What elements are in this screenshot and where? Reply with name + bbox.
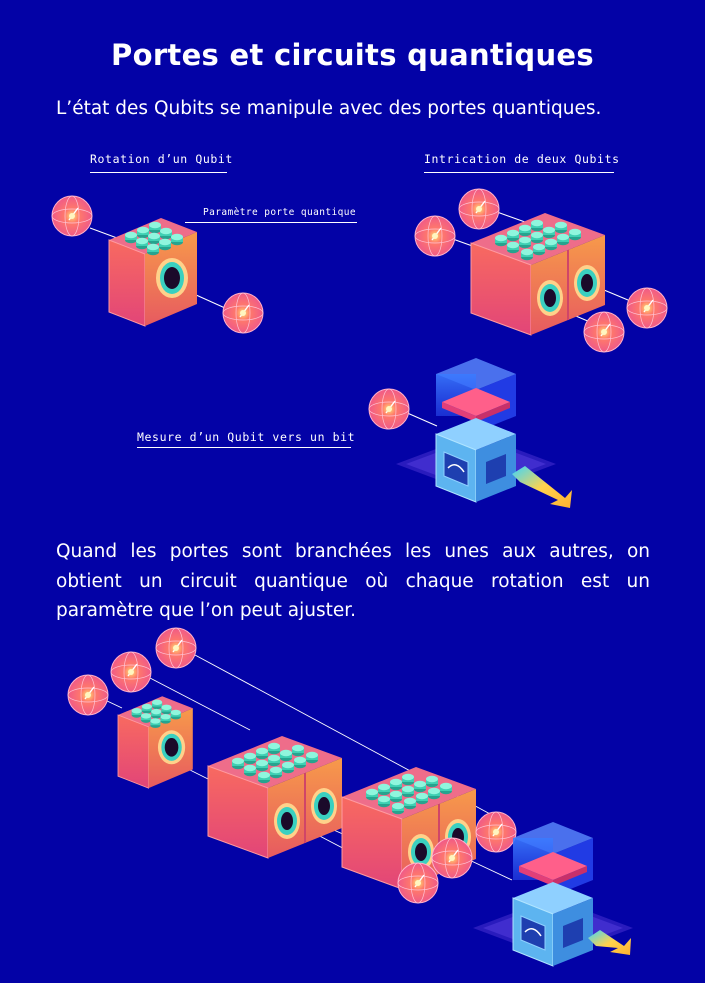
label-mesure: Mesure d’un Qubit vers un bit	[137, 430, 356, 444]
underline-parametre	[185, 222, 357, 223]
underline-mesure	[137, 447, 351, 448]
underline-intrication	[424, 172, 614, 173]
intro-text: L’état des Qubits se manipule avec des p…	[56, 98, 602, 119]
underline-rotation	[90, 172, 227, 173]
label-intrication: Intrication de deux Qubits	[424, 152, 620, 166]
page-title: Portes et circuits quantiques	[111, 38, 594, 72]
circuit-paragraph: Quand les portes sont branchées les unes…	[56, 541, 650, 621]
label-rotation: Rotation d’un Qubit	[90, 152, 233, 166]
label-parametre: Paramètre porte quantique	[203, 207, 356, 218]
